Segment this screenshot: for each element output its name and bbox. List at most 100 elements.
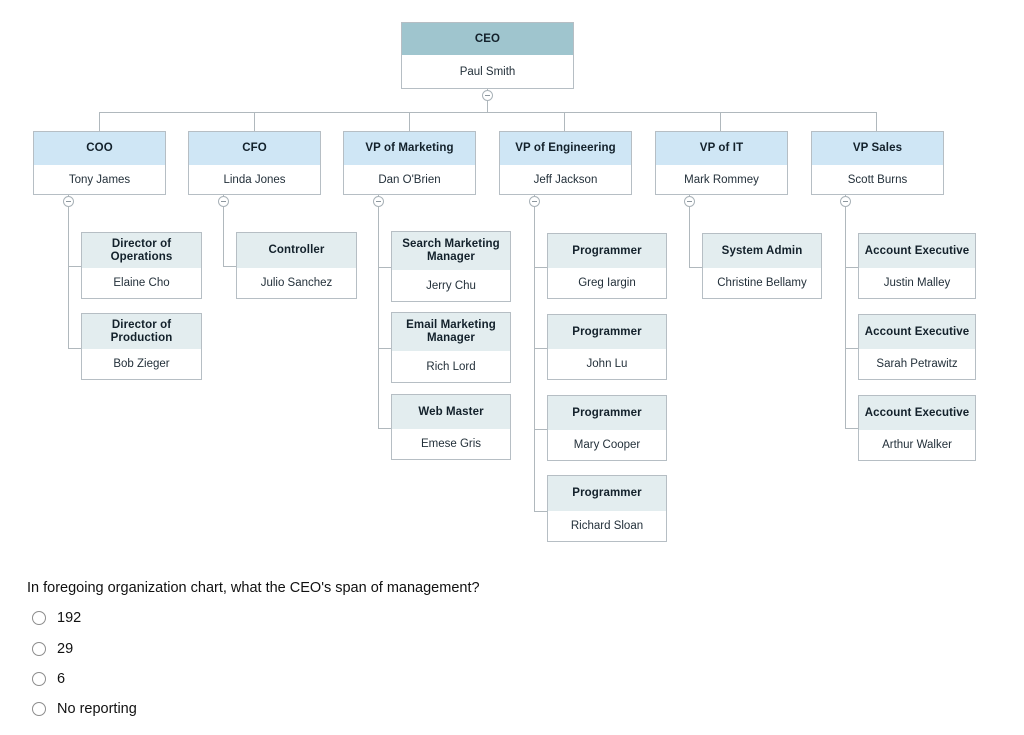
org-node-name: Christine Bellamy (703, 268, 821, 298)
org-node-vp-sales[interactable]: VP Sales Scott Burns (811, 131, 944, 195)
connector-drop-sales (876, 112, 877, 131)
connector-sales-child-3 (845, 428, 858, 429)
quiz-option-label: 192 (57, 610, 82, 626)
connector-sales-child-1 (845, 267, 858, 268)
org-node-name: Emese Gris (392, 429, 510, 459)
org-node-title: Email Marketing Manager (392, 313, 510, 351)
org-node-title: COO (34, 132, 165, 165)
org-node-web-master[interactable]: Web Master Emese Gris (391, 394, 511, 460)
org-node-title: Controller (237, 233, 356, 268)
connector-coo-child-1 (68, 266, 81, 267)
connector-drop-engineering (564, 112, 565, 131)
org-node-programmer-1[interactable]: Programmer Greg Iargin (547, 233, 667, 299)
org-node-title: Account Executive (859, 396, 975, 430)
org-node-search-marketing-manager[interactable]: Search Marketing Manager Jerry Chu (391, 231, 511, 302)
org-node-name: Arthur Walker (859, 430, 975, 460)
org-node-vp-engineering[interactable]: VP of Engineering Jeff Jackson (499, 131, 632, 195)
org-node-name: Jerry Chu (392, 270, 510, 301)
quiz-question: In foregoing organization chart, what th… (27, 580, 480, 596)
org-node-title: Programmer (548, 476, 666, 511)
connector-engineering-child-4 (534, 511, 547, 512)
org-node-name: Mark Rommey (656, 165, 787, 194)
connector-sales-child-2 (845, 348, 858, 349)
collapse-toggle-it[interactable] (684, 196, 695, 207)
quiz-option-1[interactable]: 192 (32, 610, 81, 626)
org-node-cfo[interactable]: CFO Linda Jones (188, 131, 321, 195)
connector-drop-marketing (409, 112, 410, 131)
radio-button-icon[interactable] (32, 672, 46, 686)
org-node-name: Linda Jones (189, 165, 320, 194)
connector-drop-coo (99, 112, 100, 131)
quiz-option-4[interactable]: No reporting (32, 701, 137, 717)
collapse-toggle-sales[interactable] (840, 196, 851, 207)
org-node-coo[interactable]: COO Tony James (33, 131, 166, 195)
org-node-director-of-production[interactable]: Director of Production Bob Zieger (81, 313, 202, 380)
org-node-system-admin[interactable]: System Admin Christine Bellamy (702, 233, 822, 299)
org-node-name: Elaine Cho (82, 268, 201, 298)
collapse-toggle-ceo[interactable] (482, 90, 493, 101)
org-node-title: CEO (402, 23, 573, 55)
radio-button-icon[interactable] (32, 642, 46, 656)
connector-cfo-child-1 (223, 266, 236, 267)
connector-coo-child-2 (68, 348, 81, 349)
connector-ceo-stem-bottom (487, 101, 488, 112)
connector-sales-spine (845, 207, 846, 429)
org-node-vp-marketing[interactable]: VP of Marketing Dan O'Brien (343, 131, 476, 195)
connector-cfo-spine (223, 207, 224, 267)
collapse-toggle-engineering[interactable] (529, 196, 540, 207)
quiz-option-2[interactable]: 29 (32, 641, 73, 657)
connector-marketing-spine (378, 207, 379, 429)
org-node-name: Julio Sanchez (237, 268, 356, 298)
collapse-toggle-coo[interactable] (63, 196, 74, 207)
connector-it-child-1 (689, 267, 702, 268)
org-node-name: Greg Iargin (548, 268, 666, 298)
org-node-name: Rich Lord (392, 351, 510, 382)
quiz-option-label: No reporting (57, 701, 137, 717)
org-node-name: John Lu (548, 349, 666, 379)
org-node-email-marketing-manager[interactable]: Email Marketing Manager Rich Lord (391, 312, 511, 383)
org-node-director-of-operations[interactable]: Director of Operations Elaine Cho (81, 232, 202, 299)
org-node-title: VP Sales (812, 132, 943, 165)
org-node-title: VP of IT (656, 132, 787, 165)
org-node-name: Mary Cooper (548, 430, 666, 460)
org-node-account-executive-2[interactable]: Account Executive Sarah Petrawitz (858, 314, 976, 380)
connector-coo-spine (68, 207, 69, 349)
org-node-name: Justin Malley (859, 268, 975, 298)
org-node-account-executive-1[interactable]: Account Executive Justin Malley (858, 233, 976, 299)
org-node-title: CFO (189, 132, 320, 165)
org-node-name: Tony James (34, 165, 165, 194)
org-node-name: Scott Burns (812, 165, 943, 194)
collapse-toggle-marketing[interactable] (373, 196, 384, 207)
collapse-toggle-cfo[interactable] (218, 196, 229, 207)
quiz-option-label: 6 (57, 671, 66, 687)
org-node-title: Director of Operations (82, 233, 201, 268)
org-node-vp-it[interactable]: VP of IT Mark Rommey (655, 131, 788, 195)
radio-button-icon[interactable] (32, 611, 46, 625)
org-node-title: Director of Production (82, 314, 201, 349)
connector-marketing-child-3 (378, 428, 391, 429)
quiz-option-3[interactable]: 6 (32, 671, 65, 687)
org-node-name: Richard Sloan (548, 511, 666, 541)
connector-drop-cfo (254, 112, 255, 131)
org-node-title: Programmer (548, 396, 666, 430)
org-node-name: Jeff Jackson (500, 165, 631, 194)
org-node-controller[interactable]: Controller Julio Sanchez (236, 232, 357, 299)
org-node-programmer-4[interactable]: Programmer Richard Sloan (547, 475, 667, 542)
connector-marketing-child-1 (378, 267, 391, 268)
radio-button-icon[interactable] (32, 702, 46, 716)
org-node-name: Bob Zieger (82, 349, 201, 379)
org-node-name: Dan O'Brien (344, 165, 475, 194)
org-node-title: VP of Marketing (344, 132, 475, 165)
org-node-programmer-2[interactable]: Programmer John Lu (547, 314, 667, 380)
org-node-programmer-3[interactable]: Programmer Mary Cooper (547, 395, 667, 461)
connector-it-spine (689, 207, 690, 268)
org-node-title: Account Executive (859, 315, 975, 349)
org-node-title: Web Master (392, 395, 510, 429)
org-node-title: Programmer (548, 234, 666, 268)
org-node-ceo[interactable]: CEO Paul Smith (401, 22, 574, 89)
org-node-account-executive-3[interactable]: Account Executive Arthur Walker (858, 395, 976, 461)
org-node-title: Programmer (548, 315, 666, 349)
connector-drop-it (720, 112, 721, 131)
connector-engineering-child-1 (534, 267, 547, 268)
org-node-title: Search Marketing Manager (392, 232, 510, 270)
